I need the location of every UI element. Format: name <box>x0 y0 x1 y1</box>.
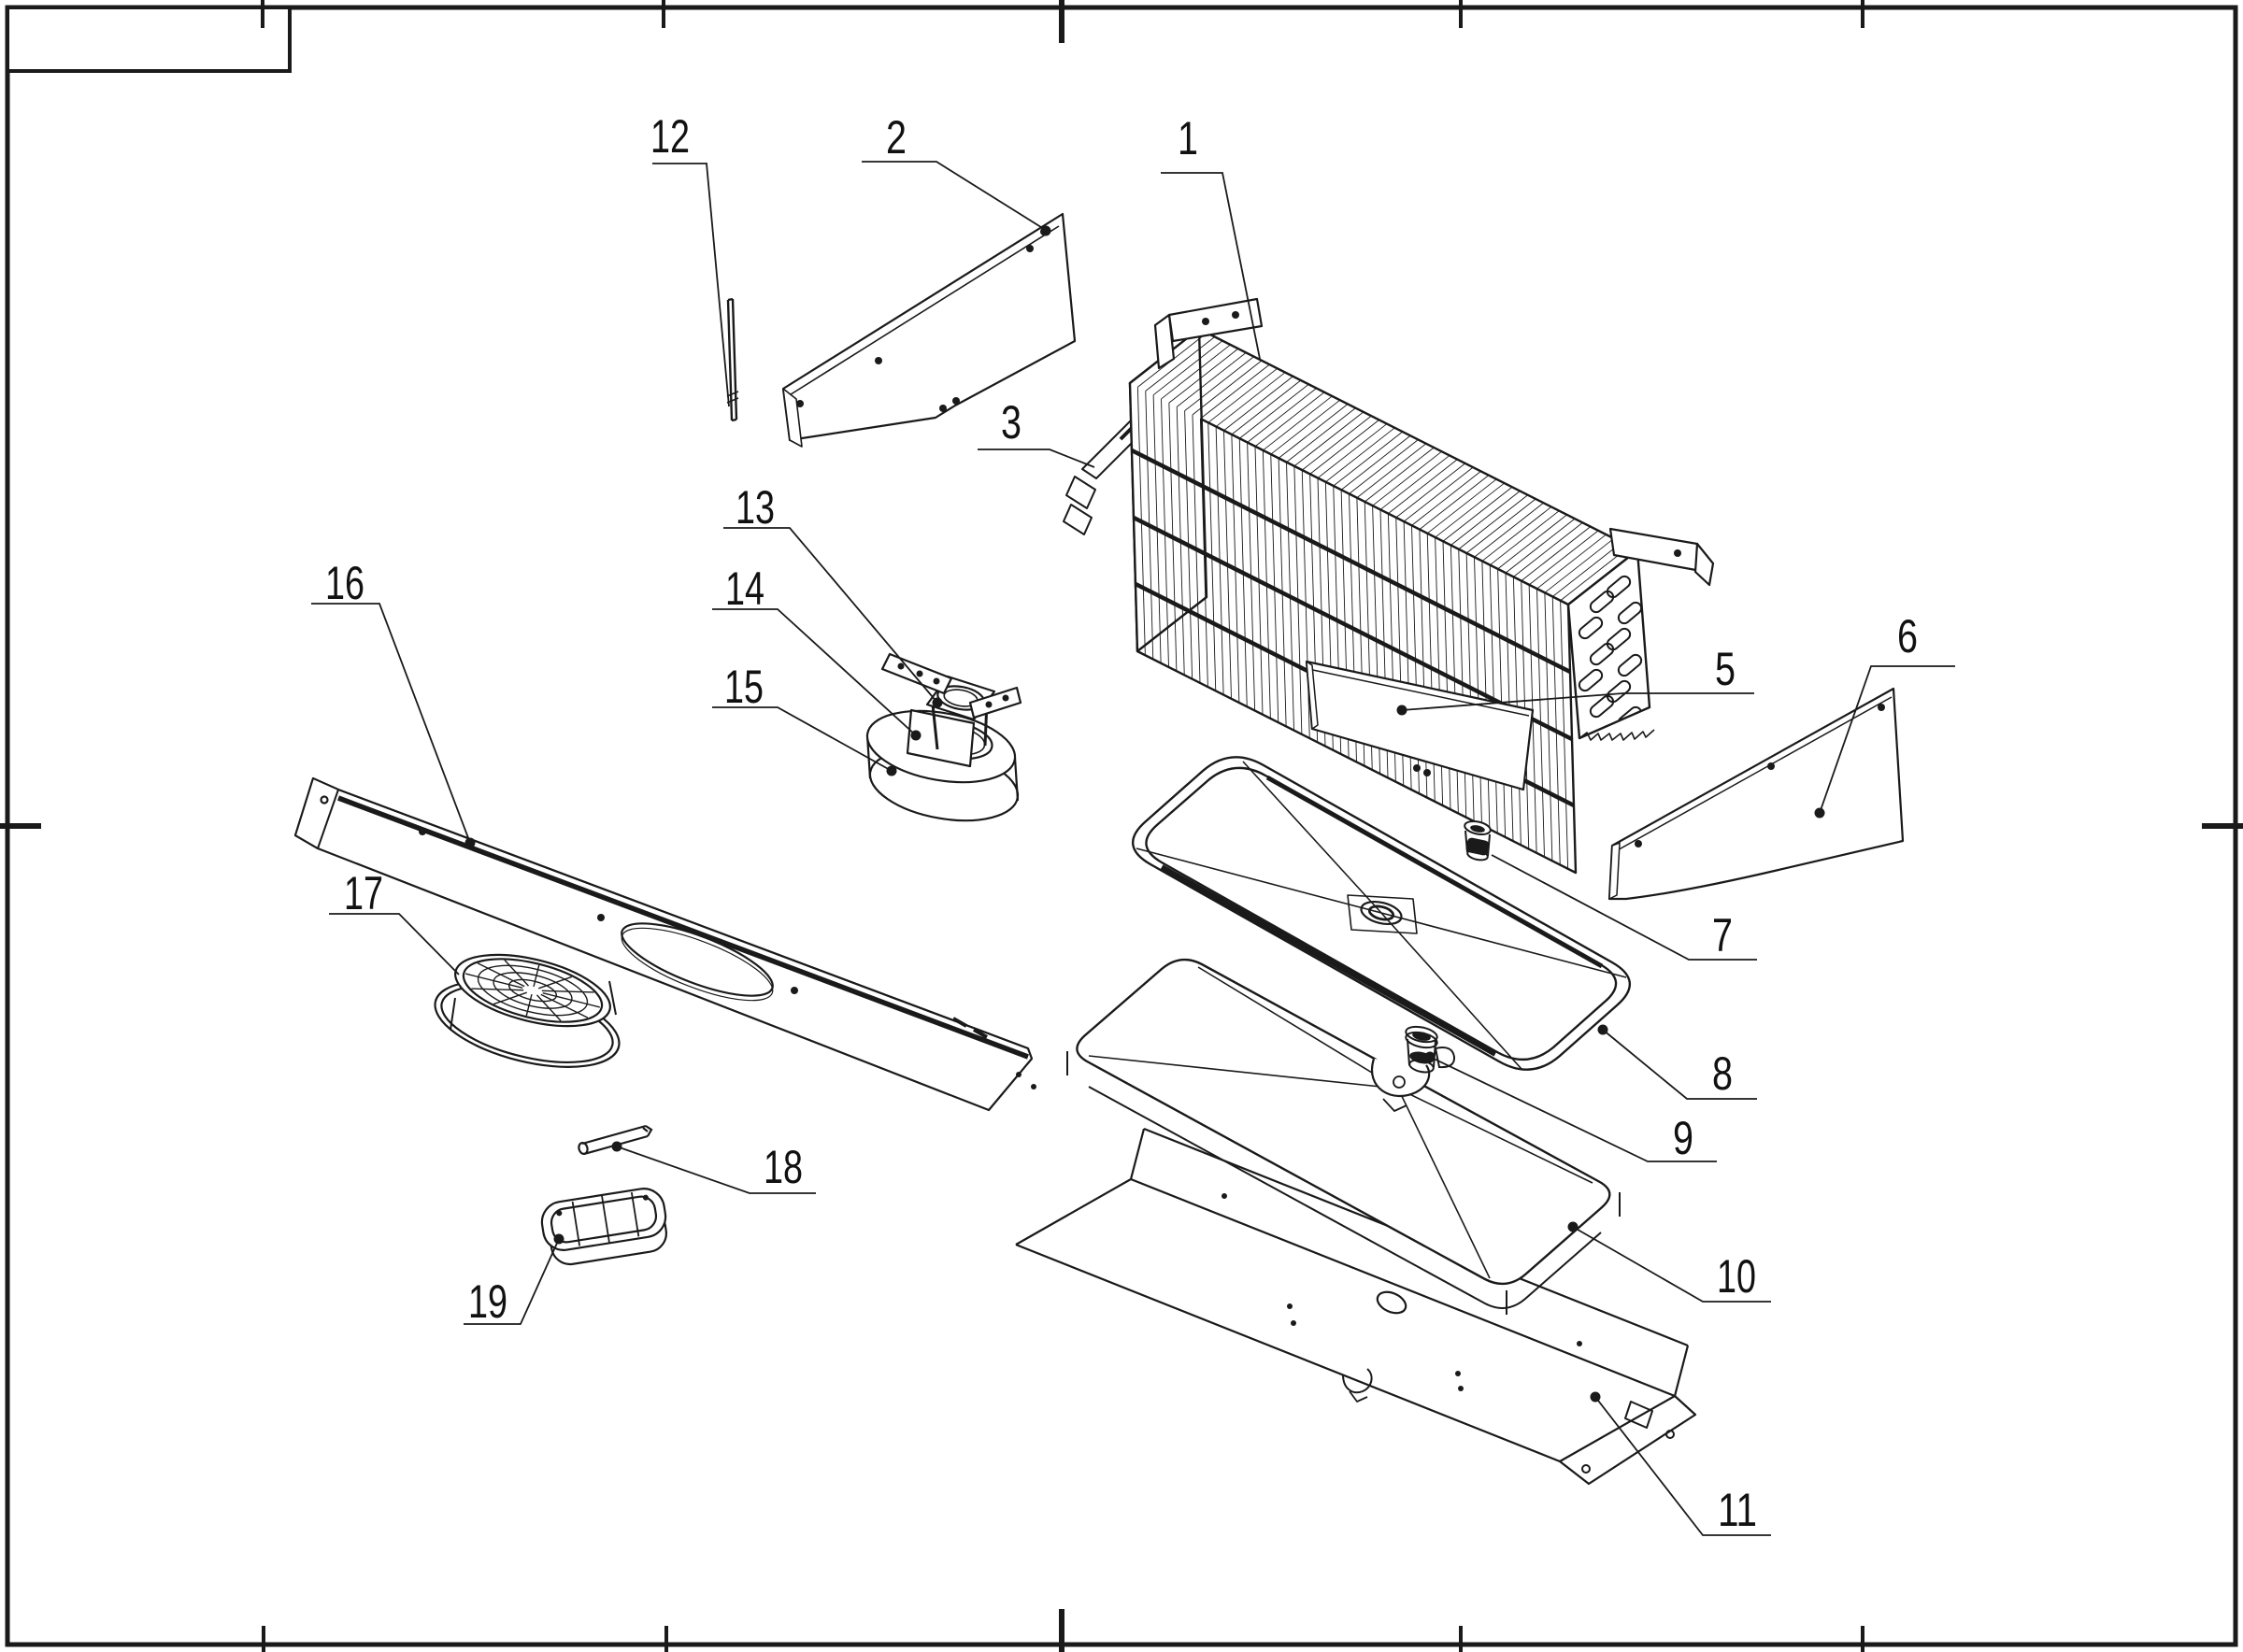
channel-holes <box>1222 1193 1675 1474</box>
callout-1-leader <box>1161 172 1261 360</box>
callout-leaders <box>311 161 1955 1536</box>
callout-10-leader <box>1572 1226 1771 1303</box>
callout-7-leader <box>1491 854 1757 961</box>
callout-8-leader <box>1602 1029 1757 1100</box>
callout-1-label: 1 <box>1178 112 1198 164</box>
title-block <box>6 6 292 73</box>
insulation-pan-part10 <box>1066 958 1621 1315</box>
callout-17-label: 17 <box>344 867 383 919</box>
fan-assembly <box>865 652 1022 822</box>
side-panel-right-face <box>1607 687 1905 901</box>
duct-panel-part16 <box>293 776 1036 1112</box>
callout-17-leader <box>329 913 460 976</box>
fan-bracket-part13 <box>880 652 1022 721</box>
side-panel-right-part6 <box>1607 687 1905 901</box>
drain-pan-creases <box>1136 761 1627 1070</box>
callout-14-label: 14 <box>725 563 764 615</box>
callout-12-label: 12 <box>650 110 690 163</box>
callout-6-label: 6 <box>1897 610 1918 662</box>
callout-16-leader <box>311 603 471 844</box>
tray-wires <box>571 1191 640 1246</box>
callout-18-leader <box>616 1146 816 1194</box>
channel-end-tab <box>1558 1394 1697 1486</box>
callout-15-label: 15 <box>724 661 764 713</box>
callout-13-label: 13 <box>736 481 775 534</box>
callout-11-leader <box>1594 1396 1771 1536</box>
channel-oval-hole <box>1376 1290 1407 1315</box>
coil-left-cap <box>1128 327 1208 653</box>
duct-panel-face <box>293 776 1034 1112</box>
fan-motor-part14 <box>906 700 989 768</box>
duct-panel-holes <box>419 828 1036 1089</box>
vent-grille-part17 <box>434 953 621 1068</box>
callout-16-label: 16 <box>325 557 364 609</box>
grille-grid <box>465 960 600 1021</box>
base-channel-part11 <box>1015 1127 1697 1486</box>
callout-10-label: 10 <box>1717 1250 1756 1303</box>
drain-pan-part8 <box>1131 756 1632 1071</box>
drain-pan-inner-rim <box>1145 766 1618 1061</box>
drain-tray-part19 <box>540 1188 667 1266</box>
callout-18-label: 18 <box>764 1141 803 1193</box>
insulation-pan-top <box>1076 958 1611 1286</box>
callout-9-label: 9 <box>1673 1112 1693 1164</box>
callout-19-leader <box>464 1238 560 1325</box>
callout-7-label: 7 <box>1712 909 1733 961</box>
callout-11-label: 11 <box>1718 1484 1757 1536</box>
top-panel-part2 <box>781 212 1077 448</box>
channel-notch <box>1342 1368 1373 1394</box>
callout-6-leader <box>1819 665 1955 814</box>
callout-3-leader <box>978 449 1095 468</box>
callout-5-leader <box>1401 692 1754 711</box>
callout-3-label: 3 <box>1001 396 1021 449</box>
callout-8-label: 8 <box>1712 1047 1733 1100</box>
callout-12-leader <box>652 163 730 407</box>
callout-2-label: 2 <box>886 111 907 164</box>
callout-15-leader <box>712 706 893 772</box>
callout-14-leader <box>712 608 917 736</box>
callout-13-leader <box>723 527 938 704</box>
callout-5-label: 5 <box>1715 643 1736 695</box>
callout-19-label: 19 <box>468 1275 507 1328</box>
callout-leader-dots <box>464 225 1825 1403</box>
insulation-pan-creases <box>1088 966 1593 1279</box>
coil-brackets <box>1153 297 1715 587</box>
side-panel-left-part5 <box>1305 660 1535 791</box>
callout-2-leader <box>862 161 1045 230</box>
callout-9-leader <box>1429 1056 1717 1162</box>
drain-plug-part7 <box>1464 820 1492 862</box>
channel-rect-hole <box>1624 1401 1653 1429</box>
callout-labels: 1 2 3 5 6 7 8 9 10 11 12 13 14 15 16 17 … <box>325 110 1918 1536</box>
